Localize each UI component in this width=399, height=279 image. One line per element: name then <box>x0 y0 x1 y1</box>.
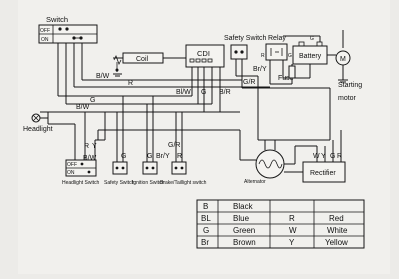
switch-on-label: ON <box>41 37 49 43</box>
wire-g2-label: G <box>201 89 206 96</box>
main-switch-label: Switch <box>46 15 68 24</box>
brake-switch: G/R R Brake/Taillight switch <box>97 112 240 186</box>
fuse-box <box>288 65 296 79</box>
main-switch: Switch OFF ON <box>38 15 98 104</box>
wire-r4-label: R <box>177 153 182 160</box>
legend-code: R <box>289 214 295 223</box>
bottom-safety-switch: G Safety Switch <box>104 96 135 186</box>
wire-g4-label: G <box>147 153 152 160</box>
ignition-switch-label: Ignition Switch <box>132 180 164 186</box>
relay: Relay R G <box>261 35 292 84</box>
coil-label: Coil <box>136 56 149 63</box>
starting-motor: M Starting motor <box>327 30 362 102</box>
switch-off-label: OFF <box>40 28 50 34</box>
ignition-box <box>142 161 158 175</box>
brake-switch-label: Brake/Taillight switch <box>160 180 207 186</box>
legend-code: G <box>203 226 209 235</box>
wire-g3-label: G <box>121 153 126 160</box>
motor-symbol: M <box>340 56 346 63</box>
alternator: Alternator <box>239 130 330 185</box>
wire-r5-label: R <box>337 153 342 160</box>
wire-mid-bw-label: B/W <box>76 104 90 111</box>
safety-switch-box <box>230 44 248 60</box>
wire-bw-label: B/W <box>96 73 110 80</box>
rectifier-box <box>302 161 346 183</box>
cdi: CDI <box>163 44 225 112</box>
cdi-box <box>185 44 225 68</box>
legend-code: Y <box>289 238 295 247</box>
ignition-switch: G Br/Y Ignition Switch <box>132 96 170 186</box>
legend-color: Black <box>233 202 254 211</box>
wire-bry-label: Br/Y <box>156 153 170 160</box>
alternator-circle <box>255 149 285 179</box>
safety-switch-top: Safety Switch <box>224 35 267 88</box>
headlight: Headlight <box>23 112 86 160</box>
legend-code: BL <box>201 214 211 223</box>
alternator-label: Alternator <box>244 179 266 185</box>
legend-code: B <box>203 202 208 211</box>
bottom-safety-box <box>112 161 128 175</box>
wire-gr2-label: G/R <box>168 142 180 149</box>
hl-switch-on: ON <box>67 170 75 176</box>
hl-switch-off: OFF <box>67 162 77 168</box>
relay-wire-r: R <box>261 53 265 59</box>
brake-box <box>171 161 187 175</box>
wire-blw-label: Bl/W <box>176 89 191 96</box>
legend-color: Yellow <box>325 238 348 247</box>
legend-color: Red <box>329 214 344 223</box>
legend-color: Brown <box>233 238 256 247</box>
battery-wire-g: G <box>310 36 314 42</box>
rectifier-label: Rectifier <box>310 170 336 177</box>
relay-wire-g: G <box>288 53 292 59</box>
legend-color: White <box>327 226 348 235</box>
wire-bw2-label: B/W <box>83 155 97 162</box>
rectifier: W Y G R Rectifier <box>294 130 346 183</box>
motor-label: motor <box>338 95 357 102</box>
legend-color: Blue <box>233 214 250 223</box>
bus-wires: B/W R Bl/W G B/R G B/W G/R Br/Y <box>40 64 331 140</box>
safety-switch-label: Safety Switch <box>224 35 267 42</box>
bottom-safety-label: Safety Switch <box>104 180 135 186</box>
wire-y2-label: Y <box>321 153 326 160</box>
headlight-switch-label: Headlight Switch <box>62 180 99 186</box>
wire-br-label: B/R <box>219 89 231 96</box>
wire-g1-label: G <box>90 97 95 104</box>
wire-gr-label: G/R <box>243 79 255 86</box>
legend-code: W <box>289 226 297 235</box>
wire-r2-label: R <box>84 143 89 150</box>
headlight-switch: R Y B/W OFF ON Headlight Switch <box>62 112 106 186</box>
relay-label: Relay <box>268 35 286 42</box>
wire-brw-label: Br/Y <box>253 66 267 73</box>
battery-label: Battery <box>299 53 322 60</box>
starting-label: Starting <box>338 82 362 89</box>
legend-code: Br <box>201 238 209 247</box>
headlight-label: Headlight <box>23 126 53 133</box>
cdi-label: CDI <box>197 49 210 58</box>
legend-color: Green <box>233 226 255 235</box>
wire-r-label: R <box>128 80 133 87</box>
color-legend: B Black BL Blue R Red G Green W White Br… <box>196 199 365 249</box>
